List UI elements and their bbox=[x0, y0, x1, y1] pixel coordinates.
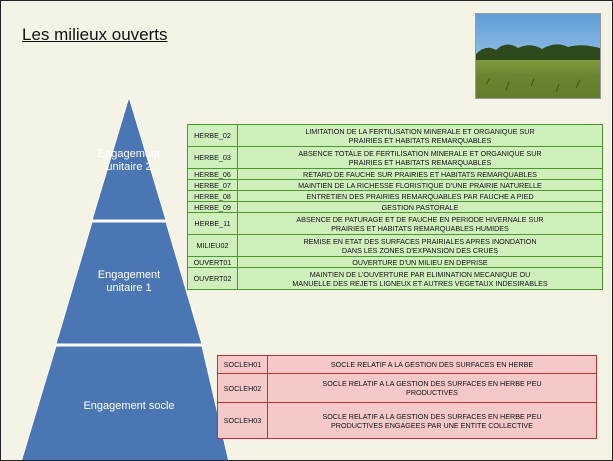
measure-description: REMISE EN ETAT DES SURFACES PRAIRIALES A… bbox=[237, 234, 603, 257]
measure-description: RETARD DE FAUCHE SUR PRAIRIES ET HABITAT… bbox=[237, 168, 603, 180]
measure-description: GESTION PASTORALE bbox=[237, 201, 603, 213]
table-row: OUVERT01 OUVERTURE D'UN MILIEU EN DEPRIS… bbox=[187, 256, 603, 268]
measure-description: MAINTIEN DE L'OUVERTURE PAR ELIMINATION … bbox=[237, 267, 603, 290]
measure-code: HERBE_06 bbox=[187, 168, 238, 180]
meadow-photo-icon bbox=[475, 13, 601, 99]
measures-table: HERBE_02 LIMITATION DE LA FERTILISATION … bbox=[187, 124, 603, 290]
socle-code: SOCLEH01 bbox=[217, 355, 268, 374]
table-row: MILIEU02 REMISE EN ETAT DES SURFACES PRA… bbox=[187, 234, 603, 257]
measure-code: OUVERT02 bbox=[187, 267, 238, 290]
measure-description: ENTRETIEN DES PRAIRIES REMARQUABLES PAR … bbox=[237, 190, 603, 202]
socle-table: SOCLEH01 SOCLE RELATIF A LA GESTION DES … bbox=[217, 355, 597, 439]
measure-code: HERBE_07 bbox=[187, 179, 238, 191]
measure-description: ABSENCE TOTALE DE FERTILISATION MINERALE… bbox=[237, 146, 603, 169]
table-row: HERBE_03 ABSENCE TOTALE DE FERTILISATION… bbox=[187, 146, 603, 169]
measure-code: OUVERT01 bbox=[187, 256, 238, 268]
socle-code: SOCLEH03 bbox=[217, 402, 268, 439]
measure-code: HERBE_11 bbox=[187, 212, 238, 235]
measure-code: HERBE_02 bbox=[187, 124, 238, 147]
table-row: SOCLEH01 SOCLE RELATIF A LA GESTION DES … bbox=[217, 355, 597, 374]
measure-code: MILIEU02 bbox=[187, 234, 238, 257]
pyramid-level-top bbox=[91, 95, 167, 221]
pyramid-level-bottom bbox=[21, 345, 230, 460]
table-row: SOCLEH02 SOCLE RELATIF A LA GESTION DES … bbox=[217, 373, 597, 403]
measure-code: HERBE_08 bbox=[187, 190, 238, 202]
table-row: HERBE_08 ENTRETIEN DES PRAIRIES REMARQUA… bbox=[187, 190, 603, 202]
table-row: SOCLEH03 SOCLE RELATIF A LA GESTION DES … bbox=[217, 402, 597, 439]
slide-title: Les milieux ouverts bbox=[22, 25, 168, 44]
pyramid-level-middle bbox=[55, 221, 203, 345]
socle-description: SOCLE RELATIF A LA GESTION DES SURFACES … bbox=[267, 355, 597, 374]
measure-description: LIMITATION DE LA FERTILISATION MINERALE … bbox=[237, 124, 603, 147]
table-row: HERBE_02 LIMITATION DE LA FERTILISATION … bbox=[187, 124, 603, 147]
table-row: HERBE_07 MAINTIEN DE LA RICHESSE FLORIST… bbox=[187, 179, 603, 191]
table-row: HERBE_06 RETARD DE FAUCHE SUR PRAIRIES E… bbox=[187, 168, 603, 180]
pyramid-label-engagement-socle: Engagement socle bbox=[83, 400, 175, 412]
socle-description: SOCLE RELATIF A LA GESTION DES SURFACES … bbox=[267, 402, 597, 439]
table-row: HERBE_11 ABSENCE DE PATURAGE ET DE FAUCH… bbox=[187, 212, 603, 235]
table-row: OUVERT02 MAINTIEN DE L'OUVERTURE PAR ELI… bbox=[187, 267, 603, 290]
socle-code: SOCLEH02 bbox=[217, 373, 268, 403]
meadow-photo-image bbox=[476, 14, 600, 98]
table-row: HERBE_09 GESTION PASTORALE bbox=[187, 201, 603, 213]
measure-code: HERBE_03 bbox=[187, 146, 238, 169]
measure-description: OUVERTURE D'UN MILIEU EN DEPRISE bbox=[237, 256, 603, 268]
socle-description: SOCLE RELATIF A LA GESTION DES SURFACES … bbox=[267, 373, 597, 403]
measure-description: ABSENCE DE PATURAGE ET DE FAUCHE EN PERI… bbox=[237, 212, 603, 235]
measure-description: MAINTIEN DE LA RICHESSE FLORISTIQUE D'UN… bbox=[237, 179, 603, 191]
measure-code: HERBE_09 bbox=[187, 201, 238, 213]
